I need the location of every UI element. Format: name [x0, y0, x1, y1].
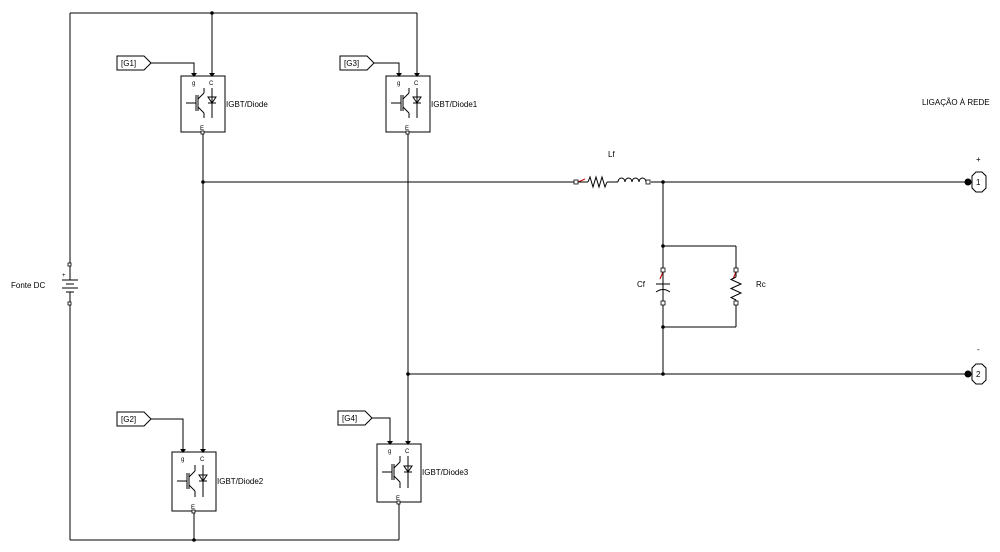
igbt-symbol-icon: [382, 456, 413, 488]
svg-text:g: g: [192, 81, 195, 87]
svg-text:[G1]: [G1]: [121, 59, 136, 68]
inductor-label: Lf: [608, 150, 615, 159]
inductor-lf[interactable]: [573, 175, 651, 189]
dc-source-plus: +: [62, 273, 66, 279]
resistor-label: Rc: [756, 280, 766, 289]
igbt-label-1: IGBT/Diode: [226, 100, 268, 109]
output-port-1[interactable]: 1: [964, 171, 987, 193]
grid-connection-title: LIGAÇÃO À REDE: [922, 98, 990, 107]
igbt-block-2[interactable]: g C E: [385, 73, 431, 135]
dc-source[interactable]: +: [62, 262, 78, 306]
igbt-symbol-icon: [186, 88, 217, 118]
svg-text:C: C: [200, 457, 205, 463]
svg-text:E: E: [191, 505, 195, 511]
igbt-label-3: IGBT/Diode2: [217, 477, 264, 486]
igbt-label-4: IGBT/Diode3: [422, 468, 469, 477]
igbt-block-3[interactable]: g C E: [171, 449, 217, 514]
resistor-rc[interactable]: [729, 267, 743, 306]
svg-text:[G3]: [G3]: [344, 59, 359, 68]
gate-tag-g4[interactable]: [G4]: [337, 410, 373, 426]
output-port-1-sign: +: [976, 155, 981, 164]
svg-text:C: C: [209, 81, 214, 87]
gate-tag-g2[interactable]: [G2]: [116, 411, 152, 427]
output-port-2[interactable]: 2: [964, 363, 987, 385]
igbt-symbol-icon: [391, 88, 422, 118]
output-port-2-number: 2: [976, 370, 981, 379]
svg-text:C: C: [405, 449, 410, 455]
gate-tag-g1[interactable]: [G1]: [116, 55, 152, 71]
junction-dots: [192, 11, 665, 542]
svg-text:C: C: [414, 81, 419, 87]
igbt-block-4[interactable]: g C E: [376, 441, 422, 505]
svg-text:E: E: [396, 496, 400, 502]
svg-text:g: g: [397, 81, 400, 87]
igbt-block-1[interactable]: g C E: [180, 73, 226, 135]
capacitor-label: Cf: [637, 280, 646, 289]
svg-text:E: E: [200, 126, 204, 132]
svg-text:E: E: [405, 126, 409, 132]
svg-text:g: g: [388, 449, 391, 455]
svg-text:g: g: [181, 457, 184, 463]
output-port-1-number: 1: [976, 178, 981, 187]
igbt-symbol-icon: [177, 465, 208, 497]
capacitor-cf[interactable]: [655, 267, 671, 306]
svg-text:[G4]: [G4]: [342, 414, 357, 423]
output-port-2-sign: -: [977, 345, 980, 354]
dc-source-label: Fonte DC: [11, 281, 45, 290]
gate-tag-g3[interactable]: [G3]: [339, 55, 375, 71]
svg-text:[G2]: [G2]: [121, 415, 136, 424]
igbt-label-2: IGBT/Diode1: [431, 100, 478, 109]
